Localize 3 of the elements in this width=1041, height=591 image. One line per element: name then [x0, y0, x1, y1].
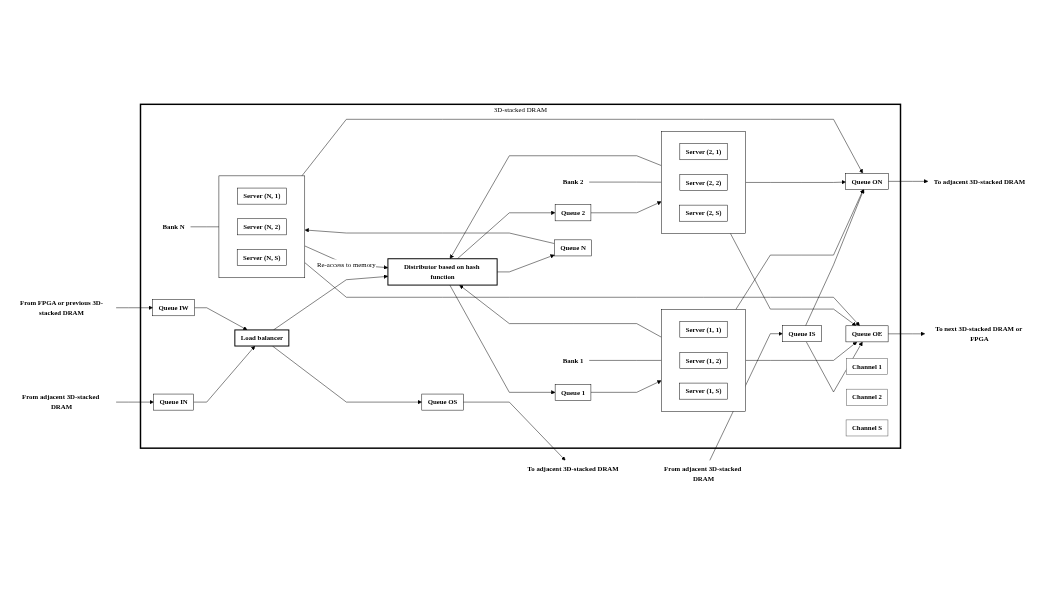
cluster: [661, 309, 746, 412]
cluster: [661, 131, 746, 234]
cluster: [218, 175, 306, 278]
